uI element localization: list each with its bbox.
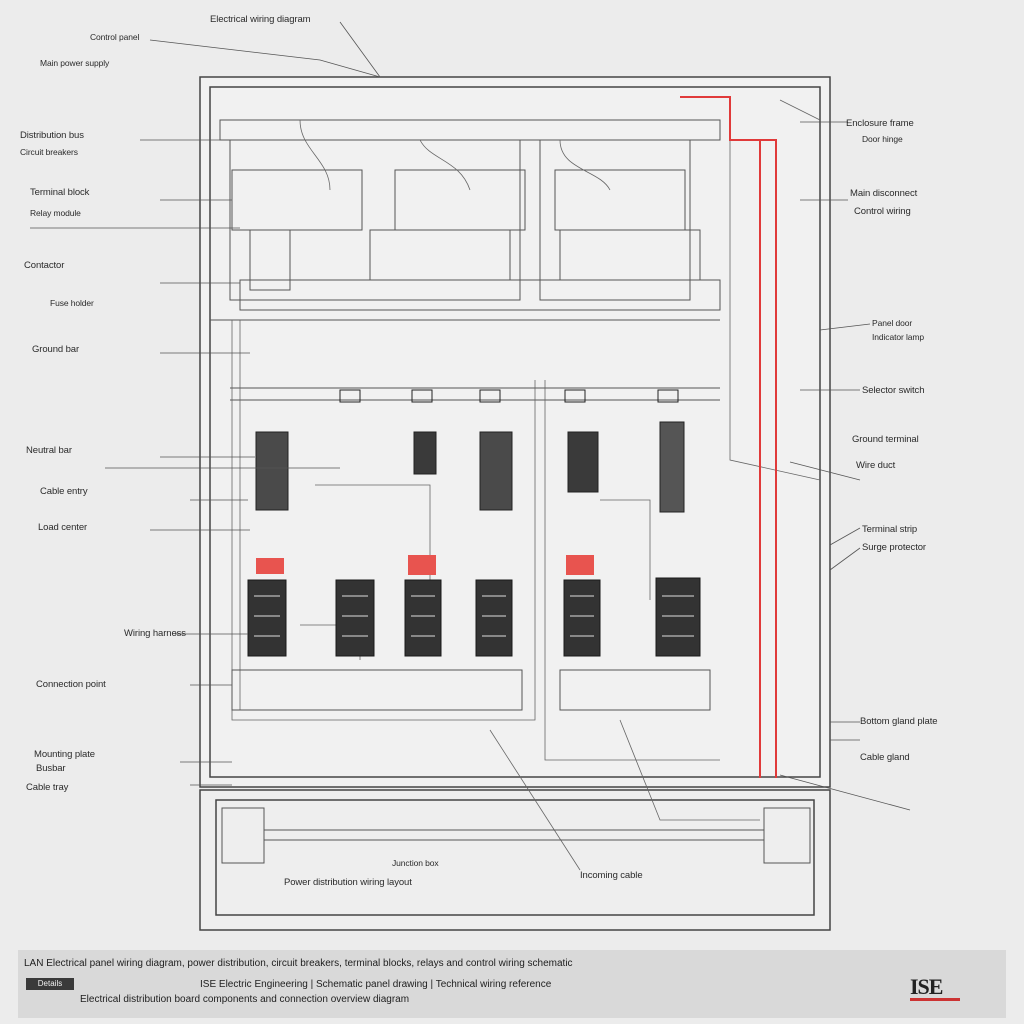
label-left-17: Cable tray [26,782,69,793]
footer-tag: Details [26,978,74,990]
logo-underline [910,998,960,1001]
label-right-12: Bottom gland plate [860,716,938,727]
footer-line-2: ISE Electric Engineering | Schematic pan… [200,979,552,990]
label-left-4: Circuit breakers [20,147,78,157]
label-left-10: Neutral bar [26,445,72,456]
label-left-14: Connection point [36,679,106,690]
label-left-15: Mounting plate [34,749,95,760]
label-right-13: Cable gland [860,752,910,763]
bottom-compartment [221,669,811,864]
label-bottom-1: Junction box [392,858,439,868]
label-right-5: Panel door [872,318,913,328]
breaker-row-2 [247,577,701,657]
footer-line-3: Electrical distribution board components… [80,994,410,1005]
label-right-7: Selector switch [862,385,925,396]
label-right-2: Door hinge [862,134,903,144]
red-indicator-3 [566,555,594,575]
label-right-6: Indicator lamp [872,332,924,342]
label-right-3: Main disconnect [850,188,918,199]
red-power-lines [680,96,777,778]
label-right-11: Surge protector [862,542,926,553]
label-right-8: Ground terminal [852,434,919,445]
label-left-5: Terminal block [30,187,90,198]
upper-housings [210,119,721,401]
label-right-9: Wire duct [856,460,896,471]
breaker-row-1 [255,389,685,513]
label-left-2: Main power supply [40,58,110,68]
label-bottom-3: Incoming cable [580,870,643,881]
logo-text: ISE [910,974,943,999]
label-right-1: Enclosure frame [846,118,914,129]
label-left-7: Contactor [24,260,65,271]
label-right-4: Control wiring [854,206,911,217]
label-left-6: Relay module [30,208,81,218]
label-left-3: Distribution bus [20,130,84,141]
label-bottom-2: Power distribution wiring layout [284,877,412,888]
label-left-12: Load center [38,522,88,533]
leader-lines-right [779,121,911,811]
brand-logo: ISE [906,972,970,1008]
label-left-9: Ground bar [32,344,80,355]
footer-caption-strip [18,950,1006,1018]
label-left-11: Cable entry [40,486,88,497]
label-left-13: Wiring harness [124,628,186,639]
leader-lines-left [30,21,381,786]
label-left-16: Busbar [36,763,66,774]
label-right-10: Terminal strip [862,524,918,535]
enclosure [199,76,831,931]
label-left-8: Fuse holder [50,298,94,308]
label-left-1: Control panel [90,32,140,42]
red-indicator-2 [408,555,436,575]
breaker-details [254,595,694,637]
footer-line-1: LAN Electrical panel wiring diagram, pow… [24,958,573,969]
label-top-1: Electrical wiring diagram [210,14,311,25]
red-indicator-1 [256,558,284,574]
